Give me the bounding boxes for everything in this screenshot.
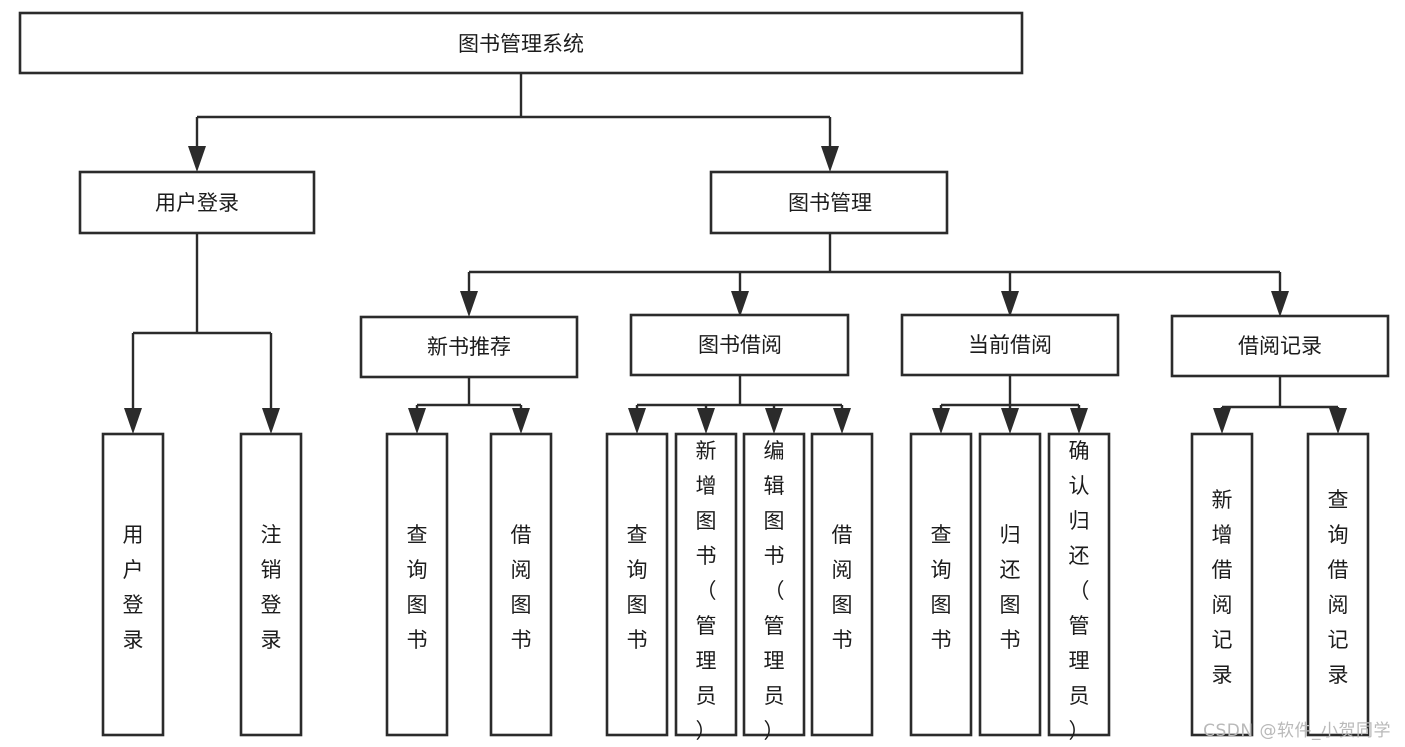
node-current-borrow-label: 当前借阅	[968, 333, 1052, 357]
connectors-book-manage-to-level3	[460, 233, 1289, 317]
arrowhead-book-manage	[821, 146, 839, 172]
arrowhead-current-borrow	[1001, 291, 1019, 317]
connectors-new-book-to-leaves	[408, 377, 530, 434]
leaf-logout[interactable]: 注销登录	[239, 432, 303, 737]
leaf-query-book-2-box[interactable]	[605, 432, 669, 737]
node-root-box[interactable]	[18, 11, 1024, 75]
arrowhead-leaf-return-book	[1001, 408, 1019, 434]
leaf-add-record-box[interactable]	[1190, 432, 1254, 737]
arrowhead-leaf-user-login	[124, 408, 142, 434]
leaf-query-book-2[interactable]: 查询图书	[605, 432, 669, 737]
leaf-logout-label: 注销登录	[261, 523, 282, 652]
leaf-query-record-label: 查询借阅记录	[1328, 488, 1349, 687]
leaf-borrow-book-2-box[interactable]	[810, 432, 874, 737]
leaf-query-record[interactable]: 查询借阅记录	[1306, 432, 1370, 737]
leaf-confirm-return-label: 确认归还（管理员）	[1069, 439, 1090, 743]
arrowhead-leaf-logout	[262, 408, 280, 434]
node-borrow-record-label: 借阅记录	[1238, 334, 1322, 358]
arrowhead-user-login	[188, 146, 206, 172]
node-book-borrow[interactable]: 图书借阅	[629, 313, 850, 377]
leaf-logout-box[interactable]	[239, 432, 303, 737]
leaf-borrow-book-1-box[interactable]	[489, 432, 553, 737]
leaf-confirm-return-box[interactable]	[1047, 432, 1111, 737]
leaf-add-book[interactable]: 新增图书（管理员）	[674, 432, 738, 743]
arrowhead-leaf-query-book-2	[628, 408, 646, 434]
node-new-book-recommend-box[interactable]	[359, 315, 579, 379]
leaf-edit-book-box[interactable]	[742, 432, 806, 737]
leaf-user-login[interactable]: 用户登录	[101, 432, 165, 737]
leaf-borrow-book-1-label: 借阅图书	[511, 523, 532, 652]
arrowhead-leaf-query-book-3	[932, 408, 950, 434]
arrowhead-new-book	[460, 291, 478, 317]
leaf-query-book-1-box[interactable]	[385, 432, 449, 737]
leaf-query-book-1[interactable]: 查询图书	[385, 432, 449, 737]
leaf-query-book-2-label: 查询图书	[627, 523, 648, 652]
leaf-return-book-box[interactable]	[978, 432, 1042, 737]
leaf-add-book-box[interactable]	[674, 432, 738, 737]
connectors-user-login-to-leaves	[124, 233, 280, 434]
leaf-borrow-book-2-label: 借阅图书	[832, 523, 853, 652]
arrowhead-book-borrow	[731, 291, 749, 317]
node-current-borrow-box[interactable]	[900, 313, 1120, 377]
connectors-current-borrow-to-leaves	[932, 375, 1088, 434]
csdn-watermark: CSDN @软件_小贺同学	[1203, 721, 1391, 741]
leaf-borrow-book-2[interactable]: 借阅图书	[810, 432, 874, 737]
node-book-borrow-box[interactable]	[629, 313, 850, 377]
node-borrow-record[interactable]: 借阅记录	[1170, 314, 1390, 378]
leaf-user-login-label: 用户登录	[123, 523, 144, 652]
leaf-query-book-3-box[interactable]	[909, 432, 973, 737]
node-new-book-recommend[interactable]: 新书推荐	[359, 315, 579, 379]
leaf-edit-book[interactable]: 编辑图书（管理员）	[742, 432, 806, 743]
node-user-login[interactable]: 用户登录	[78, 170, 316, 235]
leaf-return-book[interactable]: 归还图书	[978, 432, 1042, 737]
connectors-book-borrow-to-leaves	[628, 375, 851, 434]
leaf-query-book-3-label: 查询图书	[931, 523, 952, 652]
leaf-add-book-label: 新增图书（管理员）	[696, 439, 717, 743]
leaf-query-book-3[interactable]: 查询图书	[909, 432, 973, 737]
node-user-login-label: 用户登录	[155, 191, 239, 215]
leaf-query-book-1-label: 查询图书	[407, 523, 428, 652]
arrowhead-leaf-add-record	[1213, 408, 1231, 434]
node-book-manage-label: 图书管理	[788, 191, 872, 215]
arrowhead-leaf-query-book-1	[408, 408, 426, 434]
arrowhead-leaf-query-record	[1329, 408, 1347, 434]
arrowhead-leaf-borrow-book-2	[833, 408, 851, 434]
leaf-add-record-label: 新增借阅记录	[1212, 488, 1233, 687]
leaf-user-login-box[interactable]	[101, 432, 165, 737]
arrowhead-leaf-borrow-book-1	[512, 408, 530, 434]
node-book-manage-box[interactable]	[709, 170, 949, 235]
leaf-query-record-box[interactable]	[1306, 432, 1370, 737]
arrowhead-leaf-edit-book	[765, 408, 783, 434]
leaf-confirm-return[interactable]: 确认归还（管理员）	[1047, 432, 1111, 743]
node-root[interactable]: 图书管理系统	[18, 11, 1024, 75]
node-root-label: 图书管理系统	[458, 32, 584, 56]
arrowhead-borrow-record	[1271, 291, 1289, 317]
node-borrow-record-box[interactable]	[1170, 314, 1390, 378]
node-user-login-box[interactable]	[78, 170, 316, 235]
leaf-return-book-label: 归还图书	[1000, 523, 1021, 652]
connectors-root-to-level2	[188, 73, 839, 172]
leaf-borrow-book-1[interactable]: 借阅图书	[489, 432, 553, 737]
arrowhead-leaf-add-book	[697, 408, 715, 434]
leaf-add-record[interactable]: 新增借阅记录	[1190, 432, 1254, 737]
connectors-borrow-record-to-leaves	[1213, 376, 1347, 434]
node-current-borrow[interactable]: 当前借阅	[900, 313, 1120, 377]
node-new-book-recommend-label: 新书推荐	[427, 335, 511, 359]
node-book-manage[interactable]: 图书管理	[709, 170, 949, 235]
arrowhead-leaf-confirm-return	[1070, 408, 1088, 434]
node-book-borrow-label: 图书借阅	[698, 333, 782, 357]
leaf-edit-book-label: 编辑图书（管理员）	[764, 439, 785, 743]
